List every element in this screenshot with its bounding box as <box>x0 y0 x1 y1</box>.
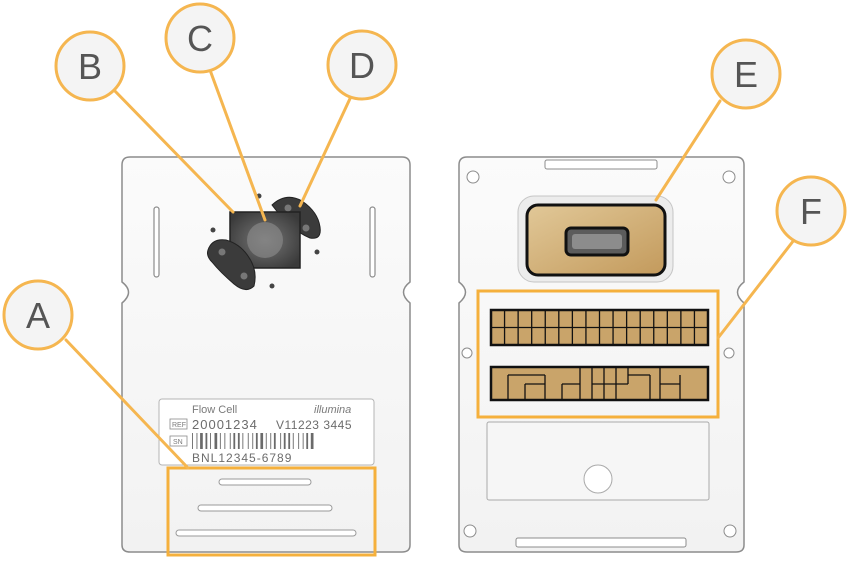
brand-logo-text: illumina <box>314 404 351 416</box>
barcode-bar <box>302 433 304 449</box>
callout-leaders <box>64 68 796 470</box>
product-label: Flow Cell illumina REF 20001234 V11223 3… <box>158 398 375 466</box>
gasket-port-icon <box>240 272 248 280</box>
callout-c-circle <box>164 2 236 74</box>
barcode-bar <box>229 433 231 449</box>
barcode-bar <box>265 433 267 449</box>
callout-a: A <box>2 279 74 351</box>
sensor-interface-window-inner <box>572 234 622 249</box>
barcode-bar <box>288 433 291 449</box>
barcode-bar <box>192 433 193 449</box>
lower-recess-panel <box>486 421 710 501</box>
leader-line-d <box>298 88 356 208</box>
barcode-bar <box>237 433 240 449</box>
leader-line-c <box>208 68 267 222</box>
serial-number: BNL12345-6789 <box>192 451 292 465</box>
barcode-bar <box>270 433 272 449</box>
corner-hole-icon <box>723 347 735 359</box>
product-label-sticker <box>158 398 375 466</box>
imaging-window-well <box>247 222 283 258</box>
barcode-bar <box>219 433 221 449</box>
top-tab <box>544 159 658 170</box>
callout-c: C <box>164 2 236 74</box>
ref-tag-box <box>169 418 188 430</box>
leader-line-a <box>64 338 190 470</box>
callout-a-label: A <box>26 295 50 336</box>
barcode-bar <box>298 433 300 449</box>
barcode-bar <box>247 433 249 449</box>
barcode-bar <box>210 433 211 449</box>
alignment-dot <box>314 249 320 255</box>
barcode-graphic <box>192 433 314 449</box>
callout-f: F <box>775 175 847 247</box>
barcode-bar <box>242 433 244 449</box>
grip-ridge <box>218 478 312 486</box>
alignment-dot <box>269 283 275 289</box>
callout-e-label: E <box>734 54 758 95</box>
push-button-circle <box>583 464 613 494</box>
callout-a-circle <box>2 279 74 351</box>
callout-d: D <box>326 29 398 101</box>
ref-tag: REF <box>172 422 186 429</box>
grip-ridge <box>175 529 357 537</box>
front-right-slot <box>369 206 376 278</box>
barcode-bar <box>233 433 236 449</box>
callout-e: E <box>710 38 782 110</box>
grip-ridge <box>197 504 333 512</box>
callout-d-circle <box>326 29 398 101</box>
callout-b: B <box>54 30 126 102</box>
barcode-bar <box>252 433 254 449</box>
callout-f-circle <box>775 175 847 247</box>
callout-d-label: D <box>349 45 375 86</box>
gasket-port-icon <box>302 224 310 232</box>
barcode-bar <box>310 433 314 449</box>
front-left-slot <box>153 206 160 278</box>
corner-hole-icon <box>723 524 737 538</box>
sn-tag-box <box>169 435 188 447</box>
corner-hole-icon <box>722 170 736 184</box>
barcode-bar <box>292 433 294 449</box>
contact-pad-grid-bottom <box>507 367 681 400</box>
leader-line-e <box>654 99 722 202</box>
barcode-bar <box>214 433 218 449</box>
barcode-bar <box>205 433 208 449</box>
barcode-bar <box>273 433 276 449</box>
gasket-port-icon <box>218 248 226 256</box>
sn-tag: SN <box>173 439 183 446</box>
barcode-bar <box>260 433 264 449</box>
bottom-tab <box>515 537 687 548</box>
version-number: V11223 3445 <box>276 418 352 432</box>
barcode-bar <box>224 433 226 449</box>
flow-cell-back <box>458 156 745 553</box>
callout-e-circle <box>710 38 782 110</box>
corner-hole-icon <box>466 170 480 184</box>
product-name: Flow Cell <box>192 404 237 416</box>
contact-pad-grid-top <box>491 310 708 345</box>
corner-hole-icon <box>463 524 477 538</box>
callout-b-label: B <box>78 46 102 87</box>
ref-number: 20001234 <box>192 417 258 432</box>
highlight-box-a <box>166 466 377 557</box>
alignment-dot <box>210 227 216 233</box>
gasket-port-icon <box>284 204 292 212</box>
barcode-bar <box>196 433 198 449</box>
barcode-bar <box>283 433 286 449</box>
highlight-box-f <box>476 289 720 419</box>
imaging-sensor-assembly <box>207 193 321 290</box>
leader-line-b <box>110 86 235 214</box>
barcode-bar <box>306 433 309 449</box>
flow-cell-front: Flow Cell illumina REF 20001234 V11223 3… <box>121 156 411 557</box>
barcode-bar <box>280 433 282 449</box>
callout-c-label: C <box>187 18 213 59</box>
callout-b-circle <box>54 30 126 102</box>
electrical-contact-pads <box>489 308 710 402</box>
corner-hole-icon <box>461 347 473 359</box>
barcode-bar <box>200 433 203 449</box>
barcode-bar <box>255 433 258 449</box>
callout-f-label: F <box>800 191 822 232</box>
leader-line-f <box>716 238 796 340</box>
